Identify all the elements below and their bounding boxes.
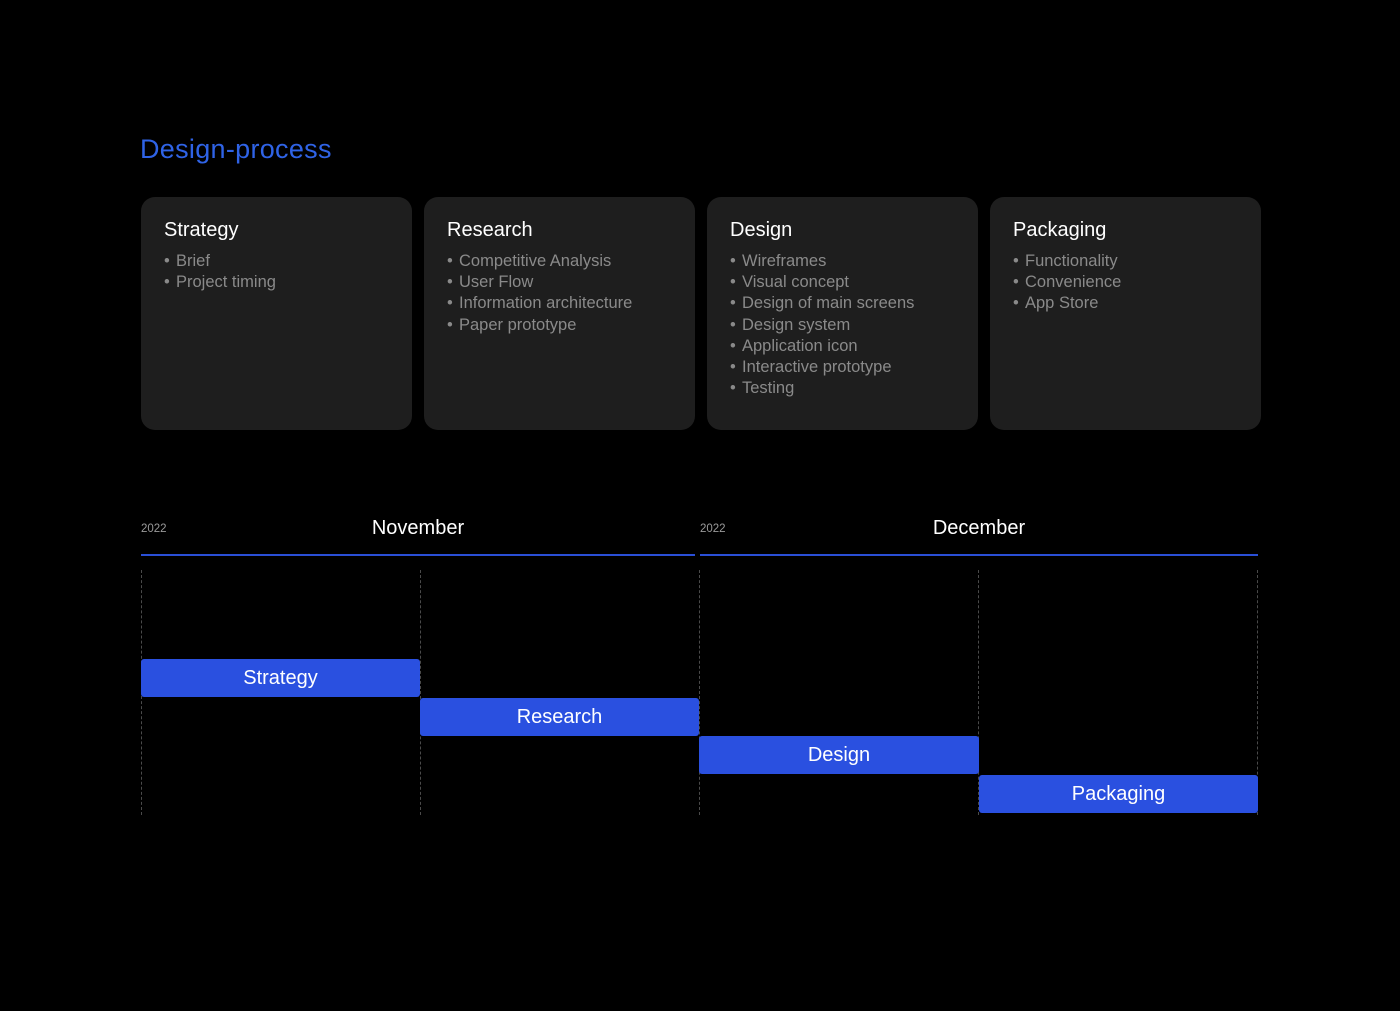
stage-card-item: • Visual concept xyxy=(730,272,955,293)
bullet-icon: • xyxy=(730,336,736,355)
bullet-icon: • xyxy=(730,294,736,313)
stage-card-design: Design • Wireframes • Visual concept • Desi… xyxy=(707,197,978,430)
stage-card-item: • Brief xyxy=(164,251,389,272)
timeline-bar-packaging: Packaging xyxy=(979,775,1258,813)
bullet-icon: • xyxy=(730,252,736,270)
stage-card-title: Strategy xyxy=(164,219,239,241)
stage-card-item: • Testing xyxy=(730,378,955,399)
stage-card-research: Research • Competitive Analysis • User Flo… xyxy=(424,197,695,430)
timeline-gridline xyxy=(420,570,421,815)
month-name-label: November xyxy=(371,517,465,539)
stage-card-item: • Competitive Analysis xyxy=(447,251,672,272)
bullet-icon: • xyxy=(447,273,453,292)
stage-card-item: • Interactive prototype xyxy=(730,357,955,378)
stage-card-list: • Competitive Analysis • User Flow • Inform… xyxy=(447,251,672,336)
stage-card-item: • Application icon xyxy=(730,336,955,357)
month-rule xyxy=(700,554,1258,556)
stage-card-item-text: App Store xyxy=(1025,294,1099,313)
page-title: Design-process xyxy=(140,134,332,164)
stage-card-item: • Functionality xyxy=(1013,251,1238,272)
stage-card-item-text: User Flow xyxy=(459,273,534,292)
stage-card-item-text: Convenience xyxy=(1025,273,1122,292)
stage-card-item-text: Brief xyxy=(176,252,210,270)
bullet-icon: • xyxy=(447,315,453,334)
stage-card-item-text: Wireframes xyxy=(742,252,827,270)
stage-card-list: • Functionality • Convenience • App Store xyxy=(1013,251,1238,315)
stage-card-item: • Paper prototype xyxy=(447,315,672,336)
bullet-icon: • xyxy=(1013,252,1019,270)
stage-card-item-text: Design system xyxy=(742,315,851,334)
stage-card-item-text: Visual concept xyxy=(742,273,850,292)
stage-card-item-text: Testing xyxy=(742,379,795,398)
bullet-icon: • xyxy=(164,252,170,270)
stage-card-item-text: Design of main screens xyxy=(742,294,915,313)
stage-card-list: • Brief • Project timing xyxy=(164,251,389,293)
stage-card-item-text: Paper prototype xyxy=(459,315,577,334)
bullet-icon: • xyxy=(730,379,736,398)
stage-card-item-text: Information architecture xyxy=(459,294,633,313)
stage-card-item: • Design system xyxy=(730,315,955,336)
month-year-label: 2022 xyxy=(141,523,167,535)
stage-card-list: • Wireframes • Visual concept • Design of m… xyxy=(730,251,955,399)
stage-card-item: • Design of main screens xyxy=(730,293,955,314)
stage-card-strategy: Strategy • Brief • Project timing xyxy=(141,197,412,430)
timeline-gridline xyxy=(141,570,142,815)
month-rule xyxy=(141,554,695,556)
stage-card-item-text: Functionality xyxy=(1025,252,1118,270)
stage-card-packaging: Packaging • Functionality • Convenience • A… xyxy=(990,197,1261,430)
stage-card-item: • Project timing xyxy=(164,272,389,293)
stage-card-item-text: Application icon xyxy=(742,336,858,355)
timeline-gridline xyxy=(978,570,979,815)
bullet-icon: • xyxy=(730,273,736,292)
month-name-label: December xyxy=(932,517,1026,539)
bullet-icon: • xyxy=(164,273,170,292)
timeline-bar-research: Research xyxy=(420,698,699,736)
stage-card-item: • Wireframes xyxy=(730,251,955,272)
bullet-icon: • xyxy=(447,294,453,313)
stage-card-item: • App Store xyxy=(1013,293,1238,314)
stage-card-item: • Convenience xyxy=(1013,272,1238,293)
stage-card-title: Design xyxy=(730,219,793,241)
timeline-month-december: 2022 December xyxy=(700,512,1258,556)
stage-cards: Strategy • Brief • Project timing Research… xyxy=(141,197,1261,430)
stage-card-title: Research xyxy=(447,219,533,241)
timeline-month-november: 2022 November xyxy=(141,512,695,556)
stage-card-title: Packaging xyxy=(1013,219,1107,241)
bullet-icon: • xyxy=(1013,294,1019,313)
bullet-icon: • xyxy=(1013,273,1019,292)
bullet-icon: • xyxy=(730,358,736,377)
stage-card-item-text: Interactive prototype xyxy=(742,358,892,377)
timeline-bar-strategy: Strategy xyxy=(141,659,420,697)
bullet-icon: • xyxy=(447,252,453,270)
stage-card-item: • User Flow xyxy=(447,272,672,293)
month-year-label: 2022 xyxy=(700,523,726,535)
timeline-bar-design: Design xyxy=(699,736,979,774)
timeline-gridline xyxy=(1257,570,1258,815)
stage-card-item-text: Project timing xyxy=(176,273,276,292)
timeline-gridline xyxy=(699,570,700,815)
bullet-icon: • xyxy=(730,315,736,334)
stage-card-item: • Information architecture xyxy=(447,293,672,314)
stage-card-item-text: Competitive Analysis xyxy=(459,252,612,270)
